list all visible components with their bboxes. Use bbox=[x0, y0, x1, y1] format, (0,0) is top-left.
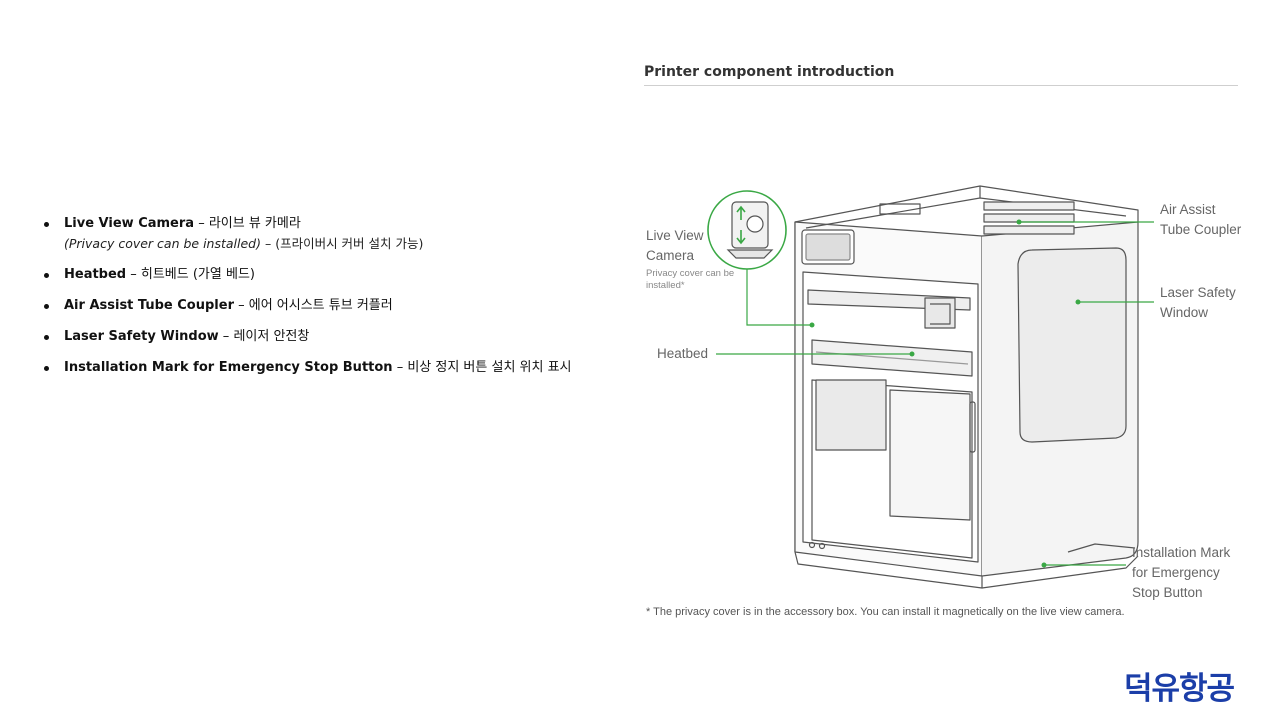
footnote: * The privacy cover is in the accessory … bbox=[646, 606, 1125, 618]
label-heatbed: Heatbed bbox=[657, 346, 709, 361]
label-laser-window: Laser Safety Window bbox=[1160, 283, 1236, 323]
item-label: Laser Safety Window bbox=[64, 329, 219, 344]
note-text: (Privacy cover can be installed) bbox=[64, 236, 261, 251]
item-korean: 히트베드 (가열 베드) bbox=[140, 267, 255, 282]
printer-illustration bbox=[707, 185, 1154, 589]
item-dash: – bbox=[218, 329, 234, 344]
label-air-assist: Air Assist Tube Coupler bbox=[1160, 200, 1241, 240]
privacy-note-line1: Privacy cover can be bbox=[646, 268, 735, 279]
privacy-note-line2: installed* bbox=[646, 280, 685, 291]
title-divider bbox=[644, 85, 1238, 86]
component-list: Live View Camera – 라이브 뷰 카메라 (Privacy co… bbox=[42, 214, 602, 389]
item-korean: 라이브 뷰 카메라 bbox=[208, 216, 301, 231]
list-item: Heatbed – 히트베드 (가열 베드) bbox=[42, 265, 602, 285]
item-label: Air Assist Tube Coupler bbox=[64, 298, 234, 313]
item-dash: – bbox=[126, 267, 141, 282]
brand-logo: 덕유항공 bbox=[1124, 671, 1235, 707]
camera-label-line1: Live View bbox=[646, 228, 704, 243]
list-item: Live View Camera – 라이브 뷰 카메라 (Privacy co… bbox=[42, 214, 602, 254]
item-korean: 레이저 안전창 bbox=[233, 329, 310, 344]
mark-label-line1: Installation Mark bbox=[1132, 545, 1231, 560]
item-dash: – bbox=[233, 298, 249, 313]
item-dash: – bbox=[392, 360, 408, 375]
item-korean: 에어 어시스트 튜브 커플러 bbox=[248, 298, 393, 313]
list-item: Installation Mark for Emergency Stop But… bbox=[42, 358, 602, 378]
mark-label-line3: Stop Button bbox=[1132, 585, 1203, 600]
item-label: Installation Mark for Emergency Stop But… bbox=[64, 360, 393, 375]
item-label: Live View Camera bbox=[64, 216, 195, 231]
label-live-view-camera: Live View Camera bbox=[646, 226, 704, 266]
label-estop-mark: Installation Mark for Emergency Stop But… bbox=[1132, 543, 1230, 603]
item-dash: – bbox=[194, 216, 209, 231]
list-item: Laser Safety Window – 레이저 안전창 bbox=[42, 327, 602, 347]
label-privacy-note: Privacy cover can be installed* bbox=[646, 268, 734, 292]
item-korean: 비상 정지 버튼 설치 위치 표시 bbox=[407, 360, 572, 375]
note-korean: (프라이버시 커버 설치 가능) bbox=[275, 236, 424, 251]
panel-title: Printer component introduction bbox=[644, 64, 895, 80]
note-dash: – bbox=[261, 236, 276, 251]
list-item: Air Assist Tube Coupler – 에어 어시스트 튜브 커플러 bbox=[42, 296, 602, 316]
air-label-line1: Air Assist bbox=[1160, 202, 1216, 217]
mark-label-line2: for Emergency bbox=[1132, 565, 1220, 580]
item-note: (Privacy cover can be installed) – (프라이버… bbox=[64, 234, 602, 254]
item-label: Heatbed bbox=[64, 267, 127, 282]
air-label-line2: Tube Coupler bbox=[1160, 222, 1242, 237]
window-label-line1: Laser Safety bbox=[1160, 285, 1236, 300]
camera-label-line2: Camera bbox=[646, 248, 695, 263]
window-label-line2: Window bbox=[1160, 305, 1209, 320]
printer-diagram: Live View Camera Privacy cover can be in… bbox=[640, 180, 1250, 600]
